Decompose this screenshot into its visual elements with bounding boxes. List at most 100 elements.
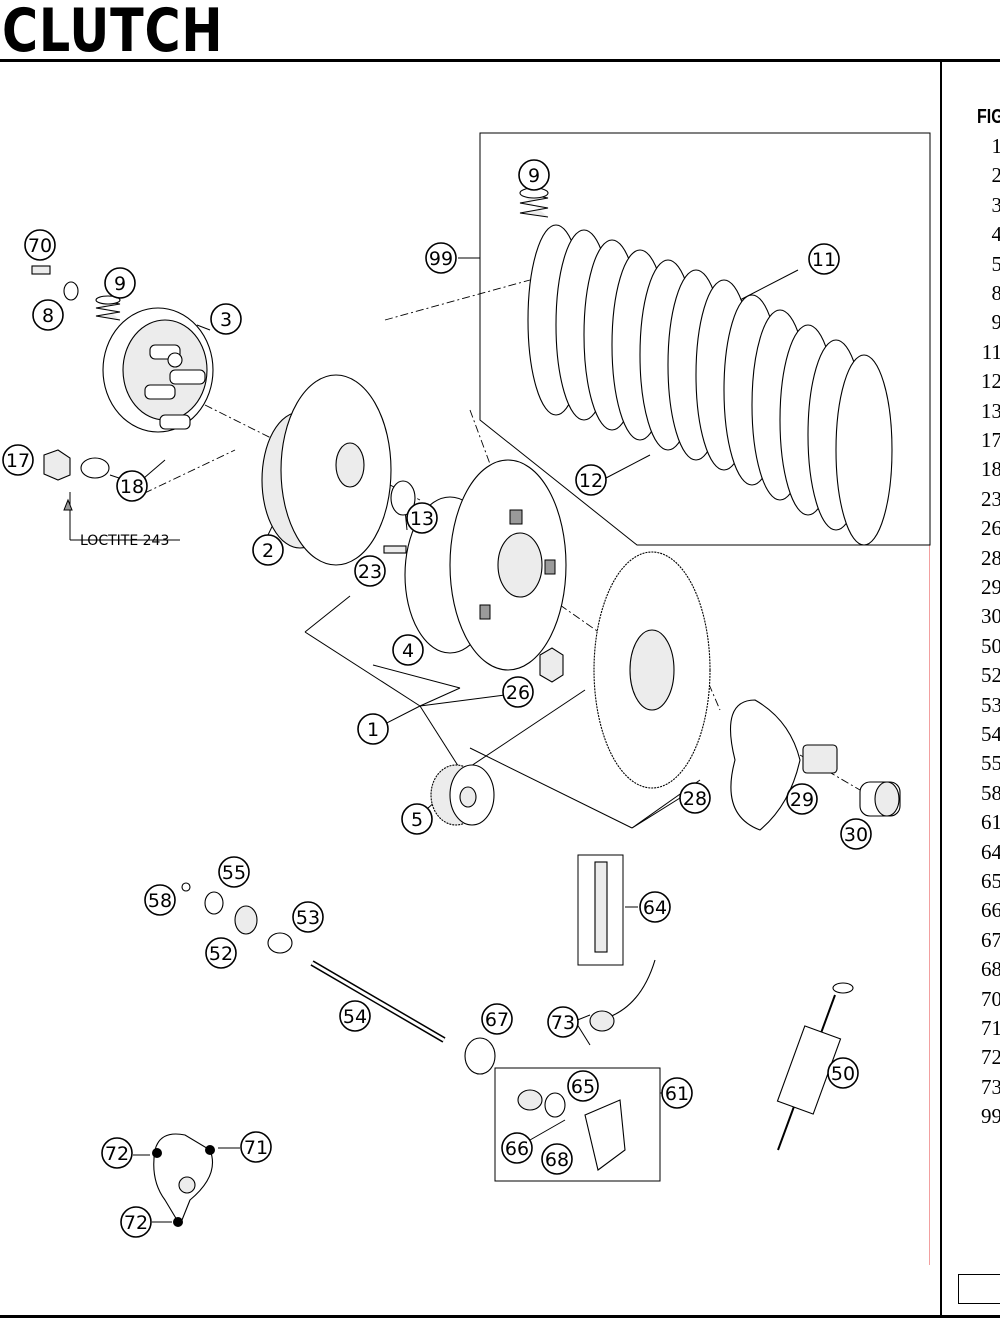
parts-list-item: 18 bbox=[981, 457, 1000, 482]
callout-number: 13 bbox=[410, 508, 434, 530]
primary-drive-gear-part bbox=[430, 764, 495, 826]
callout-9: 9 bbox=[518, 159, 550, 191]
ball-part bbox=[181, 882, 191, 892]
callout-53: 53 bbox=[292, 901, 324, 933]
callout-circle bbox=[240, 1131, 272, 1163]
callout-circle bbox=[24, 229, 56, 261]
washer-part bbox=[63, 281, 79, 301]
parts-list-item: 72 bbox=[981, 1045, 1000, 1070]
parts-list-item: 58 bbox=[981, 780, 1000, 805]
callout-61: 61 bbox=[661, 1077, 693, 1109]
nut-part bbox=[43, 449, 71, 481]
parts-list-item: 65 bbox=[981, 869, 1000, 893]
callout-8: 8 bbox=[32, 299, 64, 331]
callout-number: 5 bbox=[411, 809, 423, 831]
callout-29: 29 bbox=[786, 783, 818, 815]
release-bearing-part bbox=[234, 905, 258, 935]
callout-circle bbox=[357, 713, 389, 745]
callout-17: 17 bbox=[2, 444, 34, 476]
callout-circle bbox=[292, 901, 324, 933]
callout-9: 9 bbox=[104, 267, 136, 299]
callout-circle bbox=[547, 1006, 579, 1038]
disc-kit-plates bbox=[527, 224, 893, 546]
callout-number: 73 bbox=[551, 1012, 575, 1034]
callout-number: 71 bbox=[244, 1137, 268, 1159]
callout-71: 71 bbox=[240, 1131, 272, 1163]
parts-list-item: 68 bbox=[981, 957, 1000, 982]
callout-number: 61 bbox=[665, 1083, 689, 1105]
callout-number: 64 bbox=[643, 897, 667, 919]
callout-number: 11 bbox=[812, 249, 836, 271]
callout-5: 5 bbox=[401, 803, 433, 835]
callout-circle bbox=[339, 1000, 371, 1032]
callout-11: 11 bbox=[808, 243, 840, 275]
inner-clutch-hub-part bbox=[261, 374, 392, 566]
callout-number: 28 bbox=[683, 788, 707, 810]
callout-circle bbox=[661, 1077, 693, 1109]
exploded-clutch-diagram: LOCTITE 243 bbox=[2, 132, 931, 1238]
parts-list-item: 99 bbox=[981, 1104, 1000, 1129]
callout-number: 67 bbox=[485, 1009, 509, 1031]
parts-list-footer-box bbox=[958, 1274, 1000, 1304]
callout-circle bbox=[679, 782, 711, 814]
callout-circle bbox=[808, 243, 840, 275]
callout-number: 72 bbox=[105, 1143, 129, 1165]
parts-list-item: 54 bbox=[981, 722, 1000, 746]
callout-circle bbox=[567, 1070, 599, 1102]
callout-number: 18 bbox=[120, 476, 144, 498]
callout-number: 3 bbox=[220, 309, 232, 331]
callout-circle bbox=[541, 1143, 573, 1175]
loctite-label: LOCTITE 243 bbox=[80, 533, 169, 549]
red-margin-line bbox=[929, 545, 930, 1265]
callout-circle bbox=[32, 299, 64, 331]
callout-circle bbox=[144, 884, 176, 916]
callout-73: 73 bbox=[547, 1006, 579, 1038]
callout-circle bbox=[425, 242, 457, 274]
callout-54: 54 bbox=[339, 1000, 371, 1032]
callout-number: 9 bbox=[114, 273, 126, 295]
clutch-hose-part bbox=[599, 959, 656, 1021]
parts-list-item: 28 bbox=[981, 545, 1000, 570]
parts-list-item: 70 bbox=[981, 986, 1000, 1011]
parts-list-item: 67 bbox=[981, 927, 1000, 952]
clutch-cover-part bbox=[152, 1133, 215, 1227]
parts-list-item: 53 bbox=[981, 692, 1000, 717]
parts-list-item: 8 bbox=[991, 281, 1000, 305]
parts-list-item: 71 bbox=[981, 1016, 1000, 1040]
parts-list-item: 73 bbox=[981, 1074, 1000, 1099]
clutch-basket-part bbox=[404, 459, 567, 671]
parts-list-item: 50 bbox=[981, 633, 1000, 658]
callout-18: 18 bbox=[116, 470, 148, 502]
parts-list-item: 17 bbox=[981, 428, 1000, 452]
callout-23: 23 bbox=[354, 555, 386, 587]
callout-circle bbox=[252, 534, 284, 566]
callout-66: 66 bbox=[501, 1132, 533, 1164]
callout-circle bbox=[205, 937, 237, 969]
callout-number: 72 bbox=[124, 1212, 148, 1234]
callout-number: 66 bbox=[505, 1138, 529, 1160]
callout-3: 3 bbox=[210, 303, 242, 335]
footer-rule bbox=[0, 1315, 1000, 1318]
slave-cylinder-part bbox=[584, 1099, 626, 1171]
callout-number: 99 bbox=[429, 248, 453, 270]
callout-number: 55 bbox=[222, 862, 246, 884]
parts-list-header: FIG bbox=[977, 106, 1000, 128]
clutch-spring-part bbox=[519, 187, 549, 218]
callout-number: 58 bbox=[148, 890, 172, 912]
piston-part bbox=[517, 1089, 543, 1111]
callout-12: 12 bbox=[575, 464, 607, 496]
o-ring-part bbox=[464, 1037, 496, 1075]
parts-list-item: 55 bbox=[981, 751, 1000, 776]
bushing-part bbox=[539, 647, 564, 683]
bleed-fitting-box bbox=[577, 854, 624, 966]
page-title: CLUTCH bbox=[2, 0, 224, 66]
parts-list-item: 52 bbox=[981, 663, 1000, 688]
callout-circle bbox=[401, 803, 433, 835]
callout-circle bbox=[210, 303, 242, 335]
callout-number: 4 bbox=[402, 640, 414, 662]
callout-circle bbox=[2, 444, 34, 476]
washer-part bbox=[204, 891, 224, 915]
parts-list-item: 13 bbox=[981, 398, 1000, 423]
callout-number: 17 bbox=[6, 450, 30, 472]
callout-number: 70 bbox=[28, 235, 52, 257]
